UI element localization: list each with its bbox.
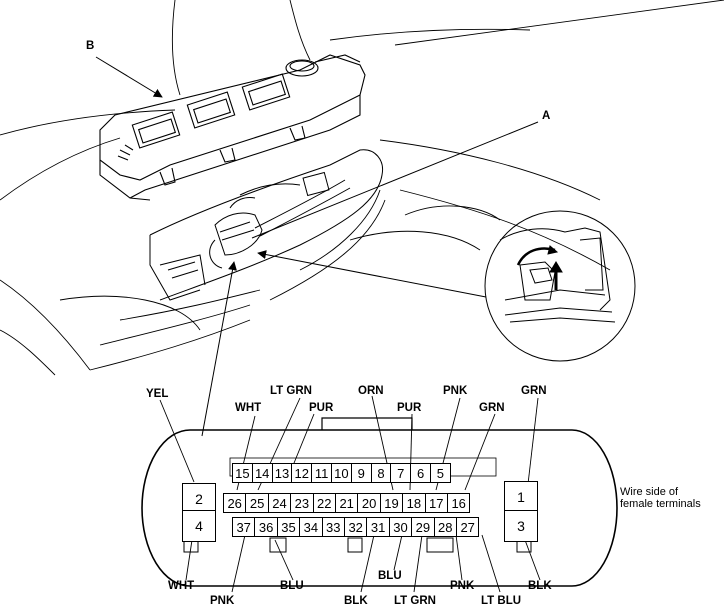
pin-15: 15 — [232, 463, 253, 483]
pin-19: 19 — [379, 493, 404, 513]
label-orn: ORN — [358, 385, 384, 397]
pin-21: 21 — [335, 493, 359, 513]
pin-28: 28 — [433, 517, 457, 537]
callout-b-leader — [95, 56, 163, 98]
pin-8: 8 — [370, 463, 392, 483]
label-grn-1: GRN — [479, 402, 505, 414]
label-wht-top: WHT — [235, 402, 262, 414]
pin-33: 33 — [321, 517, 345, 537]
connector-body — [141, 429, 618, 587]
label-grn-2: GRN — [521, 385, 547, 397]
pin-2: 2 — [182, 483, 216, 515]
label-lt-grn-top: LT GRN — [270, 385, 312, 397]
door-panel-outline — [0, 0, 724, 376]
connector-arrow — [201, 261, 237, 437]
pin-13: 13 — [271, 463, 293, 483]
pin-18: 18 — [402, 493, 426, 513]
label-blu-1: BLU — [280, 580, 304, 592]
pin-32: 32 — [344, 517, 368, 537]
pin-29: 29 — [411, 517, 435, 537]
pin-34: 34 — [299, 517, 323, 537]
callout-a: A — [542, 110, 551, 122]
pin-22: 22 — [312, 493, 336, 513]
label-yel: YEL — [146, 388, 169, 400]
connector-latch — [321, 417, 413, 430]
callout-b: B — [86, 40, 95, 52]
label-blk-1: BLK — [344, 595, 368, 607]
detail-arrow — [257, 250, 487, 298]
label-lt-grn-bottom: LT GRN — [394, 595, 436, 607]
pin-10: 10 — [331, 463, 352, 483]
pin-30: 30 — [388, 517, 413, 537]
pin-26: 26 — [223, 493, 247, 513]
pin-23: 23 — [290, 493, 314, 513]
pin-25: 25 — [245, 493, 269, 513]
pin-36: 36 — [254, 517, 278, 537]
label-wht-bottom: WHT — [168, 580, 195, 592]
key-tabs — [183, 537, 532, 553]
pin-4: 4 — [182, 510, 216, 542]
pin-27: 27 — [456, 517, 480, 537]
pin-6: 6 — [410, 463, 431, 483]
pin-16: 16 — [447, 493, 471, 513]
pin-5: 5 — [430, 463, 451, 483]
pin-14: 14 — [251, 463, 273, 483]
label-pur-2: PUR — [397, 402, 422, 414]
pin-35: 35 — [276, 517, 301, 537]
pin-31: 31 — [366, 517, 390, 537]
pin-24: 24 — [267, 493, 292, 513]
label-pnk-top: PNK — [443, 385, 468, 397]
note-line-1: Wire side of — [620, 486, 679, 498]
label-pnk-1: PNK — [210, 595, 235, 607]
harness — [209, 171, 351, 269]
label-blk-2: BLK — [528, 580, 552, 592]
pin-12: 12 — [291, 463, 313, 483]
armrest — [149, 149, 384, 301]
pin-17: 17 — [424, 493, 448, 513]
pin-3: 3 — [504, 510, 538, 542]
label-lt-blu: LT BLU — [481, 595, 522, 607]
pin-9: 9 — [350, 463, 372, 483]
pin-20: 20 — [357, 493, 381, 513]
detail-circle — [484, 210, 636, 362]
callout-a-leader — [251, 121, 539, 239]
pin-11: 11 — [311, 463, 332, 483]
label-blu-2: BLU — [378, 570, 402, 582]
pin-37: 37 — [232, 517, 256, 537]
switch-panel — [99, 54, 366, 201]
label-pnk-2: PNK — [450, 580, 475, 592]
pin-1: 1 — [504, 481, 538, 513]
note-line-2: female terminals — [620, 498, 701, 510]
label-pur-1: PUR — [309, 402, 334, 414]
pin-7: 7 — [390, 463, 412, 483]
